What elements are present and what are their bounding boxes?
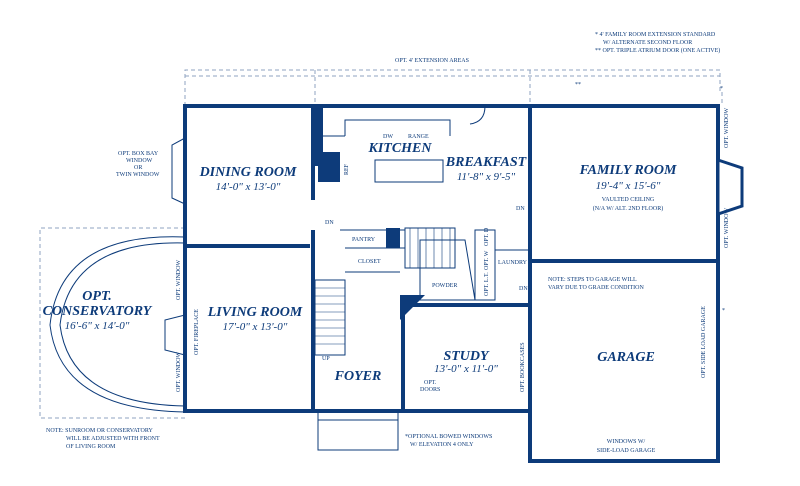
conservatory-outline — [39, 227, 186, 419]
steps-note-2: VARY DUE TO GRADE CONDITION — [548, 285, 644, 291]
dn-label-3: DN — [519, 286, 528, 292]
living-opt-window-2: OPT. WINDOW — [176, 352, 182, 392]
box-bay-label-4: TWIN WINDOW — [116, 172, 160, 178]
ref-label: REF — [344, 163, 350, 175]
legend-note-2: ** OPT. TRIPLE ATRIUM DOOR (ONE ACTIVE) — [595, 47, 720, 54]
family-room-note-1: VAULTED CEILING — [602, 197, 655, 203]
box-bay-window — [171, 137, 186, 205]
up-label: UP — [322, 356, 330, 362]
powder-label: POWDER — [432, 283, 457, 289]
opt-side-load-label: OPT. SIDE LOAD GARAGE — [701, 306, 707, 378]
family-room-name: FAMILY ROOM — [579, 163, 677, 178]
foyer-name: FOYER — [334, 369, 382, 384]
fireplace-family — [716, 157, 744, 217]
breakfast-dims: 11'-8" x 9'-5" — [457, 171, 516, 183]
opt-bookcases-label: OPT. BOOKCASES — [520, 342, 526, 392]
family-opt-window-2: OPT. WINDOW — [724, 208, 730, 248]
garage-windows-2: SIDE-LOAD GARAGE — [597, 448, 656, 454]
living-room-name: LIVING ROOM — [207, 305, 303, 320]
opt-doors-1: OPT. — [424, 380, 437, 386]
dn-label-2: DN — [325, 220, 334, 226]
opt-doors-2: DOORS — [420, 387, 440, 393]
legend-note-1: * 4' FAMILY ROOM EXTENSION STANDARD — [595, 32, 716, 38]
study-name: STUDY — [443, 349, 490, 364]
garage-windows-1: WINDOWS W/ — [607, 439, 646, 445]
box-bay-label-1: OPT. BOX BAY — [118, 151, 159, 157]
dw-label: DW — [383, 134, 393, 140]
dining-room-dims: 14'-0" x 13'-0" — [216, 181, 281, 193]
family-opt-window-1: OPT. WINDOW — [724, 108, 730, 148]
opt-fireplace-label: OPT. FIREPLACE — [194, 309, 200, 355]
sunroom-note-2: WILL BE ADJUSTED WITH FRONT — [66, 436, 160, 442]
bowed-note-2: W/ ELEVATION 4 ONLY — [410, 442, 474, 448]
legend-note-1b: W/ ALTERNATE SECOND FLOOR — [603, 40, 692, 46]
laundry-label: LAUNDRY — [498, 260, 528, 266]
breakfast-name: BREAKFAST — [445, 155, 528, 170]
bowed-note-1: *OPTIONAL BOWED WINDOWS — [405, 434, 492, 440]
interior-walls — [185, 106, 532, 451]
staircase — [314, 227, 456, 356]
closet-label: CLOSET — [358, 259, 381, 265]
steps-note-1: NOTE: STEPS TO GARAGE WILL — [548, 277, 637, 283]
extension-note: OPT. 4' EXTENSION AREAS — [395, 58, 469, 64]
dining-room-name: DINING ROOM — [199, 165, 297, 180]
box-bay-label-3: OR — [134, 165, 142, 171]
kitchen-name: KITCHEN — [367, 141, 432, 156]
dstar-mark: ** — [575, 82, 581, 88]
living-opt-window-1: OPT. WINDOW — [176, 260, 182, 300]
dn-label-1: DN — [516, 206, 525, 212]
family-room-dims: 19'-4" x 15'-6" — [596, 180, 661, 192]
study-dims: 13'-0" x 11'-0" — [434, 363, 498, 375]
conservatory-name-2: CONSERVATORY — [43, 304, 153, 319]
star-mark-2: * — [722, 308, 725, 314]
conservatory-dims: 16'-6" x 14'-0" — [65, 320, 130, 332]
opt-w-label: OPT. W — [484, 250, 490, 270]
living-room-dims: 17'-0" x 13'-0" — [223, 321, 288, 333]
opt-d-label: OPT. D — [484, 227, 490, 246]
breakfast-door — [469, 105, 486, 125]
conservatory-name-1: OPT. — [82, 289, 111, 304]
extension-outline — [184, 69, 723, 106]
box-bay-label-2: WINDOW — [126, 158, 153, 164]
fireplace-living — [164, 314, 186, 356]
sunroom-note-3: OF LIVING ROOM — [66, 444, 116, 450]
opt-lt-label: OPT. L.T. — [484, 272, 490, 296]
range-label: RANGE — [408, 134, 429, 140]
garage-name: GARAGE — [597, 350, 655, 365]
sunroom-note-1: NOTE: SUNROOM OR CONSERVATORY — [46, 428, 153, 434]
family-room-note-2: (N/A W/ ALT. 2ND FLOOR) — [593, 205, 663, 212]
pantry-label: PANTRY — [352, 237, 376, 243]
star-mark-1: * — [720, 86, 723, 92]
